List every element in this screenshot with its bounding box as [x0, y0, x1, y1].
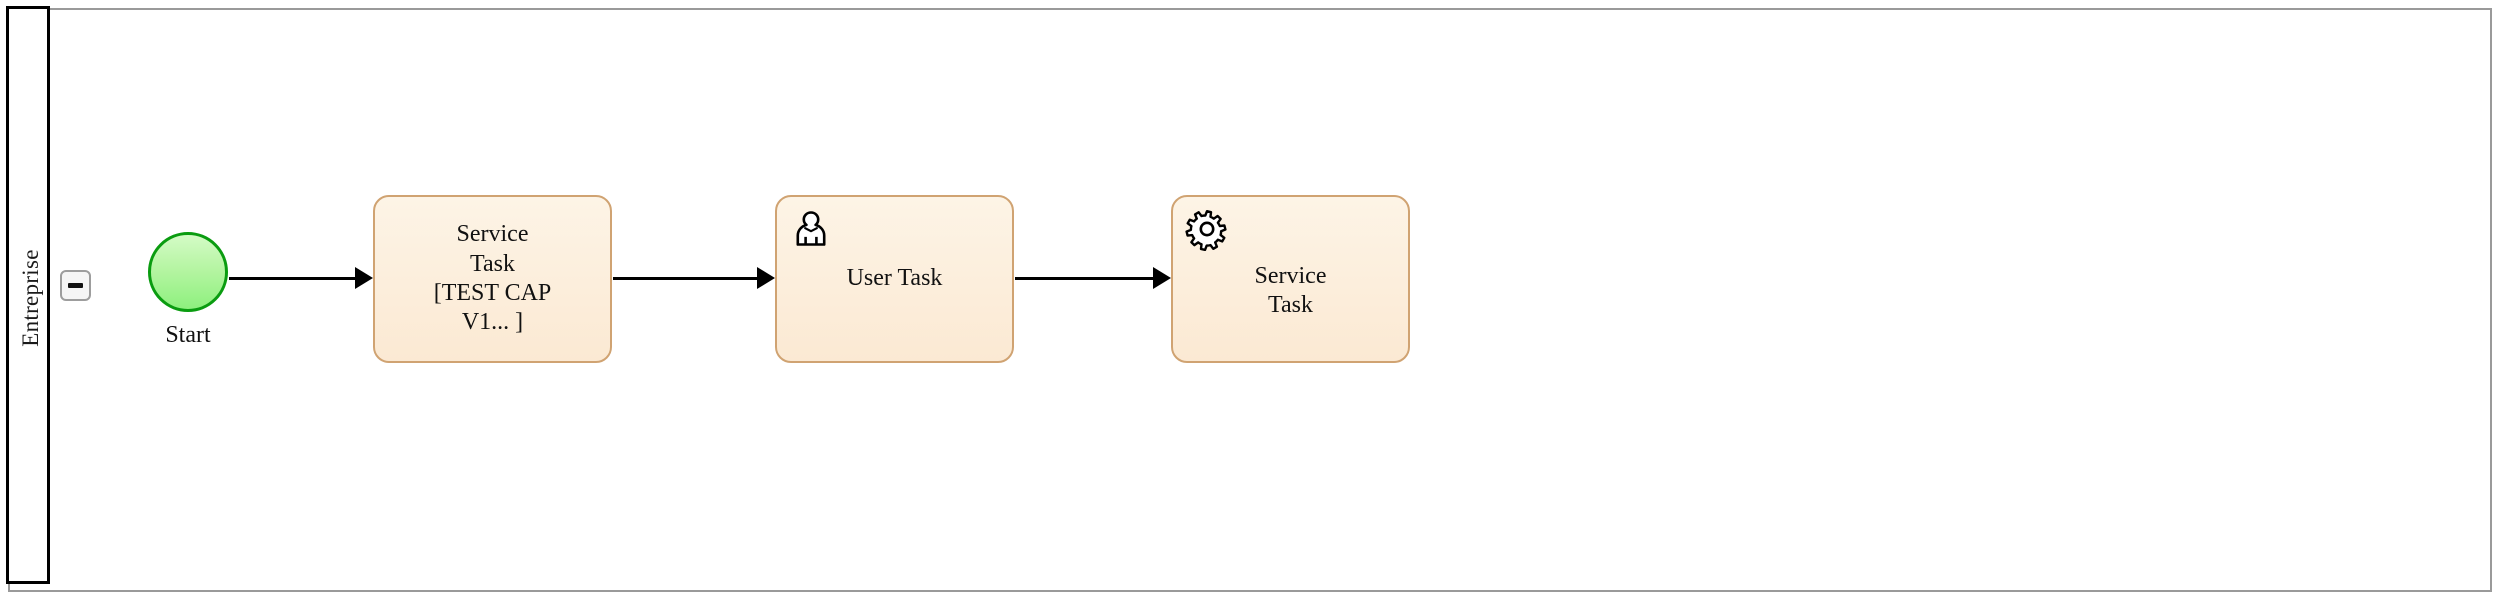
- user-icon: [789, 207, 833, 251]
- minus-icon: [68, 283, 83, 288]
- task-service[interactable]: Service Task: [1171, 195, 1410, 363]
- sequence-flow-3[interactable]: [1015, 277, 1155, 280]
- sequence-flow-3-arrowhead: [1153, 267, 1171, 289]
- sequence-flow-1[interactable]: [229, 277, 357, 280]
- task-service-test-cap[interactable]: Service Task [TEST CAP V1... ]: [373, 195, 612, 363]
- task-service-label: Service Task: [1254, 262, 1327, 318]
- lane-title-text: Entreprise: [18, 249, 44, 347]
- task-service-test-cap-label: Service Task [TEST CAP V1... ]: [433, 221, 552, 336]
- sequence-flow-2[interactable]: [613, 277, 759, 280]
- task-user-label: User Task: [846, 265, 943, 292]
- task-user[interactable]: User Task: [775, 195, 1014, 363]
- lane-header: Entreprise: [6, 6, 50, 584]
- lane-title: Entreprise: [9, 9, 53, 587]
- start-event-label: Start: [165, 322, 211, 348]
- sequence-flow-1-arrowhead: [355, 267, 373, 289]
- sequence-flow-2-arrowhead: [757, 267, 775, 289]
- start-event[interactable]: [148, 232, 228, 312]
- lane-collapse-button[interactable]: [60, 270, 91, 301]
- gear-icon: [1185, 207, 1229, 252]
